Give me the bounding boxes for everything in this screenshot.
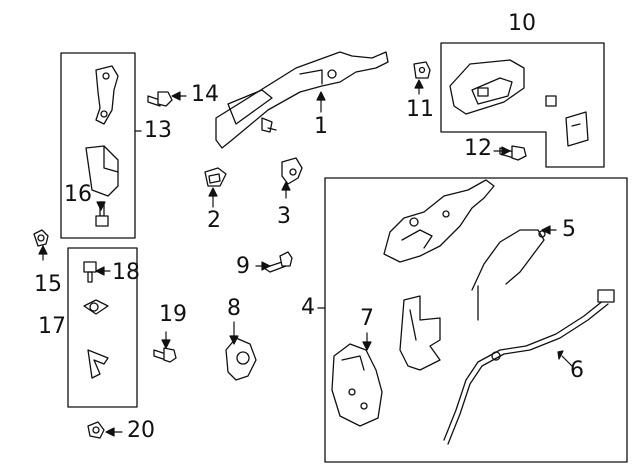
group-box-17	[67, 247, 138, 408]
bracket-4-part	[399, 295, 441, 371]
clip-11-part	[413, 61, 431, 79]
bolt-14-part	[147, 91, 173, 107]
bolt-2-part	[204, 167, 227, 187]
pad-13-part	[85, 145, 119, 197]
bolt-18-part	[83, 261, 97, 283]
callout-10: 10	[508, 11, 536, 36]
callout-12: 12	[464, 136, 492, 161]
cap-8-part	[225, 337, 257, 381]
callout-2: 2	[207, 208, 221, 233]
clip-15-part	[33, 229, 49, 247]
exterior-handle-part	[215, 51, 389, 149]
callout-17: 17	[38, 314, 66, 339]
cap-10a-part	[545, 95, 557, 107]
callout-13: 13	[144, 118, 172, 143]
callout-16: 16	[64, 182, 92, 207]
callout-15: 15	[34, 272, 62, 297]
callout-3: 3	[277, 204, 291, 229]
group-box-13	[60, 52, 136, 239]
group-box-10	[440, 42, 605, 168]
screw-9-part	[263, 251, 293, 273]
callout-4: 4	[301, 295, 315, 320]
clip-3-part	[281, 157, 303, 185]
callout-8: 8	[227, 296, 241, 321]
group-box-4	[324, 177, 628, 463]
clip-17b-part	[87, 349, 109, 379]
bezel-10b-part	[565, 111, 589, 147]
clip-17a-part	[83, 299, 109, 315]
cable-6-part	[443, 289, 615, 445]
callout-19: 19	[159, 302, 187, 327]
bolt-19-part	[153, 347, 177, 363]
callout-1: 1	[314, 114, 328, 139]
bolt-12-part	[499, 145, 527, 161]
callout-14: 14	[191, 82, 219, 107]
callout-9: 9	[236, 254, 250, 279]
rod-5-part	[471, 229, 546, 321]
leader-lines	[38, 79, 573, 437]
callout-5: 5	[562, 217, 576, 242]
callout-7: 7	[360, 306, 374, 331]
callout-20: 20	[127, 418, 155, 443]
interior-handle-part	[449, 59, 525, 115]
clip-20-part	[87, 421, 105, 439]
callout-6: 6	[570, 358, 584, 383]
latch-7-part	[331, 343, 383, 427]
callout-11: 11	[406, 97, 434, 122]
handle-frame-part	[383, 179, 495, 263]
bracket-13-part	[95, 65, 119, 125]
callout-18: 18	[112, 260, 140, 285]
